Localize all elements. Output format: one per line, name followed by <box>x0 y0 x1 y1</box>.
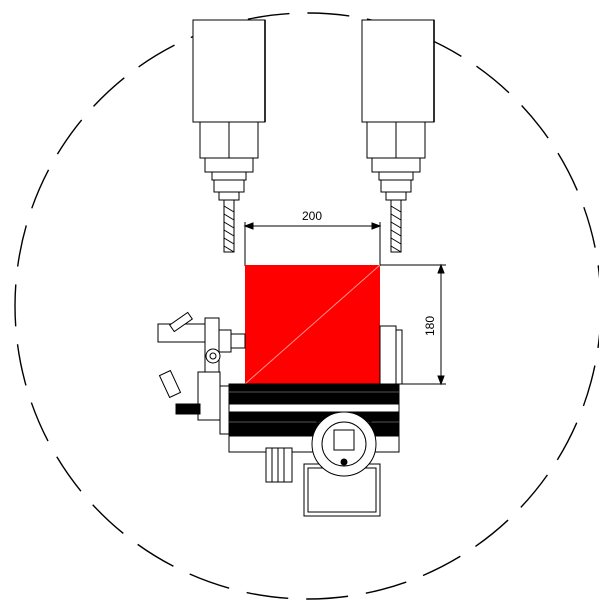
motor-unit <box>265 411 381 517</box>
workpiece <box>244 264 381 385</box>
right-fence <box>379 325 403 385</box>
right-spindle <box>361 19 435 201</box>
right-drill-bit <box>390 199 402 253</box>
dashed-boundary-circle <box>14 12 599 600</box>
left-clamp-assembly <box>157 311 246 435</box>
height-dimension <box>380 263 446 386</box>
left-drill-bit <box>223 199 235 253</box>
width-dimension-label: 200 <box>302 209 322 223</box>
width-dimension <box>243 222 382 266</box>
left-spindle <box>192 19 266 201</box>
height-dimension-label: 180 <box>423 316 437 336</box>
